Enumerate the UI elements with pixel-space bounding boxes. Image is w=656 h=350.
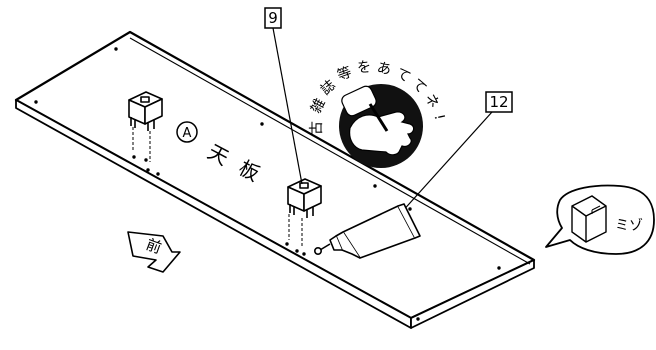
part-9-label: 9 — [264, 7, 303, 185]
hammer-icon — [341, 85, 389, 132]
svg-text:等: 等 — [335, 63, 354, 84]
hammer-hand-badge: 古 雑 誌 等 を あ て て ネ ! — [308, 60, 447, 168]
front-direction-arrow: 前 — [127, 231, 181, 273]
groove-label: ミゾ — [615, 218, 643, 234]
panel-holes — [34, 47, 501, 321]
hand-icon — [349, 111, 415, 156]
svg-text:9: 9 — [268, 9, 278, 27]
panel-circle-letter: A — [183, 126, 192, 141]
top-board-panel — [14, 30, 536, 329]
svg-text:ネ: ネ — [421, 91, 442, 111]
svg-text:12: 12 — [489, 93, 508, 111]
svg-text:雑: 雑 — [308, 96, 329, 116]
cam-lock-fitting-icon — [287, 178, 322, 248]
svg-text:古: 古 — [309, 121, 325, 135]
svg-text:て: て — [393, 65, 413, 86]
svg-text:!: ! — [431, 113, 448, 122]
groove-detail-callout: ミゾ — [545, 184, 655, 255]
svg-text:前: 前 — [144, 235, 164, 257]
svg-text:あ: あ — [375, 60, 392, 79]
svg-text:誌: 誌 — [318, 77, 339, 98]
glue-tube-icon — [313, 203, 421, 259]
part-12-label: 12 — [399, 91, 513, 215]
cam-lock-fitting-icon — [128, 91, 163, 162]
svg-text:て: て — [408, 76, 429, 97]
svg-text:を: を — [357, 60, 371, 76]
